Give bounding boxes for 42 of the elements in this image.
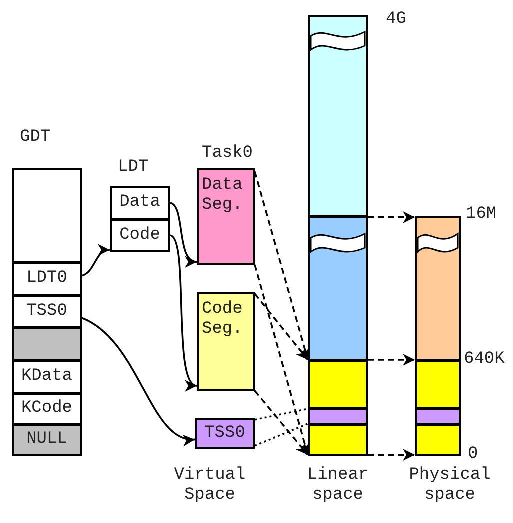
table-row: TSS0 [12,295,82,328]
table-row: Data [110,186,170,220]
table-row: Code [110,219,170,252]
dashed-arrow [254,264,311,456]
group-heading: Task0 [202,144,254,164]
axis-caption: Virtual Space [173,466,247,506]
memory-region [415,408,461,425]
dashed-arrow [368,449,415,462]
arrow [82,317,196,444]
table-row: LDT0 [12,262,82,296]
address-label: 640K [464,350,505,370]
dashed-arrow [368,211,415,224]
memory-region [415,216,461,361]
table-row: KData [12,360,82,394]
memory-region [308,15,368,217]
dotted-line [254,408,308,421]
segment-block: Code Seg. [197,292,255,391]
address-label: 4G [386,10,406,30]
memory-region [308,408,368,425]
axis-caption: Physical space [408,466,492,506]
dotted-line [254,423,308,447]
address-label: 0 [468,445,478,465]
dashed-arrow [254,293,309,361]
table-row [12,327,82,361]
memory-region [415,360,461,409]
table-heading: GDT [20,128,51,148]
segment-block: TSS0 [195,418,255,449]
dashed-arrow [254,390,309,456]
memory-region [415,424,461,456]
dashed-arrow [254,172,311,360]
table-heading: LDT [118,158,149,178]
dashed-arrow [368,354,415,366]
table-row: KCode [12,393,82,425]
memory-region [308,424,368,456]
address-label: 16M [466,205,497,225]
segment-block: Data Seg. [197,168,255,265]
memory-region [308,360,368,409]
table-row [12,168,82,263]
memory-region [308,216,368,361]
axis-caption: Linear space [306,466,370,506]
table-row: NULL [12,424,82,456]
arrow [82,246,110,277]
